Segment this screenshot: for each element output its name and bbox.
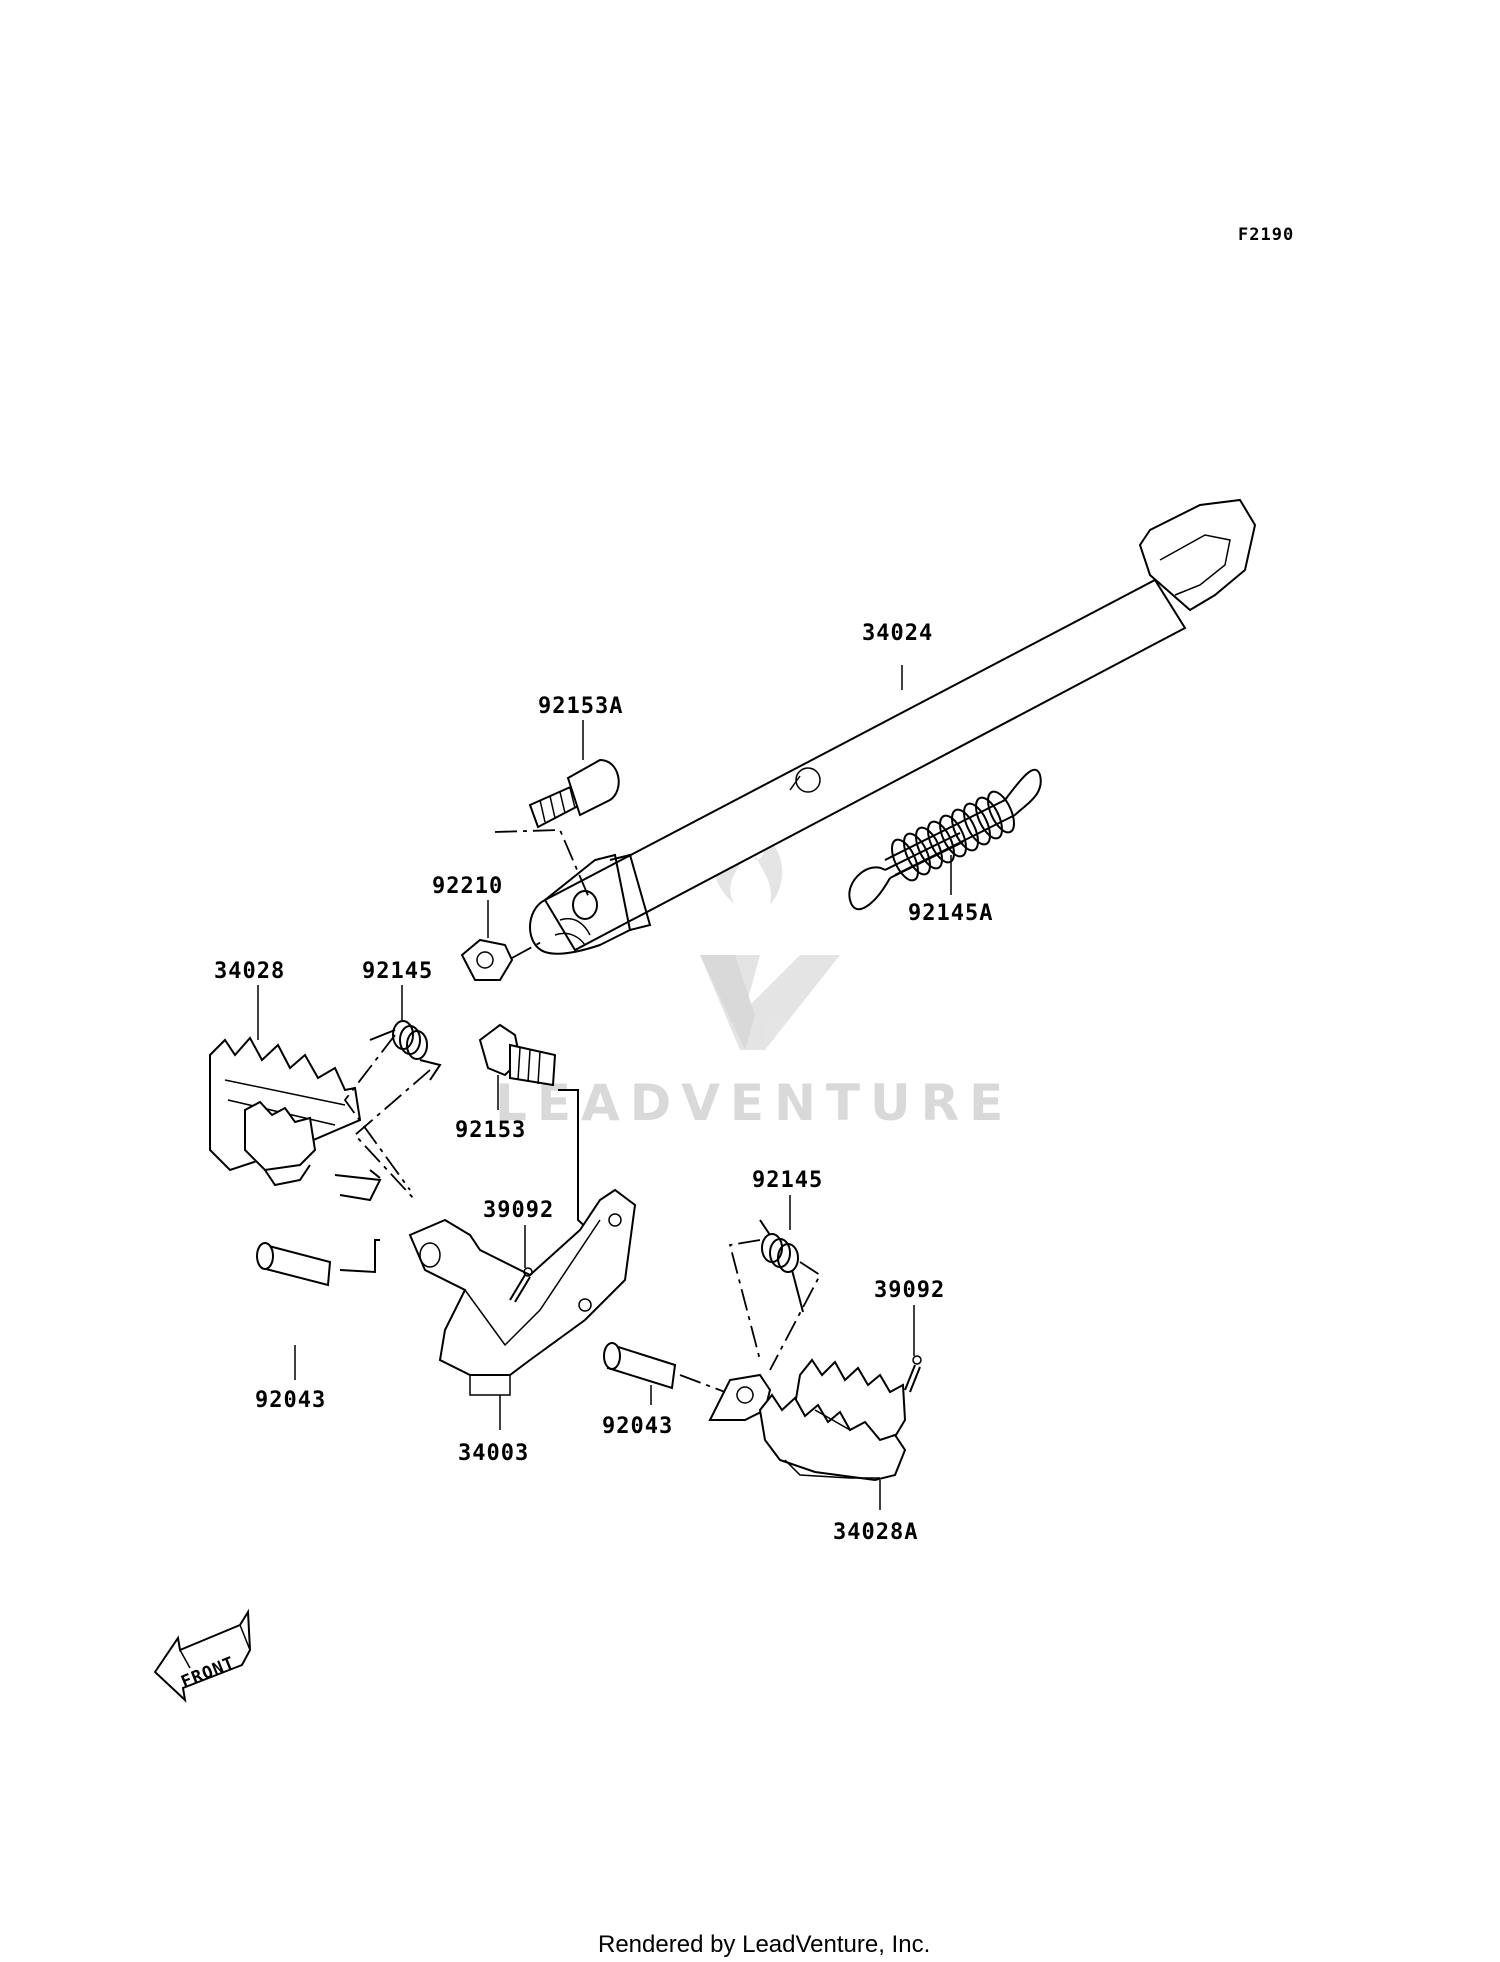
part-92043-left-pin[interactable] — [256, 1242, 332, 1287]
part-34024-stand[interactable] — [529, 498, 1257, 955]
part-92145-right-spring[interactable] — [759, 1219, 804, 1313]
label-34028A: 34028A — [833, 1520, 918, 1545]
guide-92145-left-b — [353, 1069, 431, 1201]
diagram-code: F2190 — [1238, 225, 1294, 245]
label-92043-left: 92043 — [255, 1388, 326, 1413]
front-label: FRONT — [178, 1653, 238, 1693]
label-39092-left: 39092 — [483, 1198, 554, 1223]
guide-92145-right-b — [769, 1261, 822, 1371]
guide-92043-right — [679, 1374, 726, 1393]
label-34028: 34028 — [214, 959, 285, 984]
label-92153: 92153 — [455, 1118, 526, 1143]
part-39092-left-pin[interactable] — [509, 1267, 533, 1303]
part-34028-footpeg[interactable] — [209, 1036, 382, 1202]
label-92145-right: 92145 — [752, 1168, 823, 1193]
label-34024: 34024 — [862, 621, 933, 646]
part-92043-right-pin[interactable] — [603, 1342, 677, 1390]
label-92145-left: 92145 — [362, 959, 433, 984]
label-92145A: 92145A — [908, 901, 993, 926]
part-92153A-bolt[interactable] — [528, 758, 620, 829]
guide-92210 — [511, 939, 546, 959]
footer-credit: Rendered by LeadVenture, Inc. — [598, 1931, 930, 1958]
part-92153-bolt[interactable] — [478, 1023, 557, 1087]
guide-92145-right-a — [728, 1239, 761, 1361]
part-92145A-spring[interactable] — [848, 768, 1042, 911]
guide-92153A — [494, 829, 591, 901]
part-34028A-footpeg[interactable] — [708, 1358, 907, 1482]
part-39092-right-pin[interactable] — [904, 1355, 922, 1393]
label-39092-right: 39092 — [874, 1278, 945, 1303]
guide-92145-left-a — [343, 1034, 411, 1191]
guide-92043-left — [339, 1239, 380, 1274]
part-34003-bracket[interactable] — [408, 1188, 637, 1396]
front-arrow-icon: FRONT — [153, 1608, 252, 1703]
watermark-text: LEADVENTURE — [495, 1074, 1013, 1132]
label-92153A: 92153A — [538, 694, 623, 719]
label-92210: 92210 — [432, 874, 503, 899]
label-92043-right: 92043 — [602, 1414, 673, 1439]
part-92210-nut[interactable] — [460, 938, 514, 981]
part-92145-left-spring[interactable] — [369, 1020, 442, 1081]
label-34003: 34003 — [458, 1441, 529, 1466]
